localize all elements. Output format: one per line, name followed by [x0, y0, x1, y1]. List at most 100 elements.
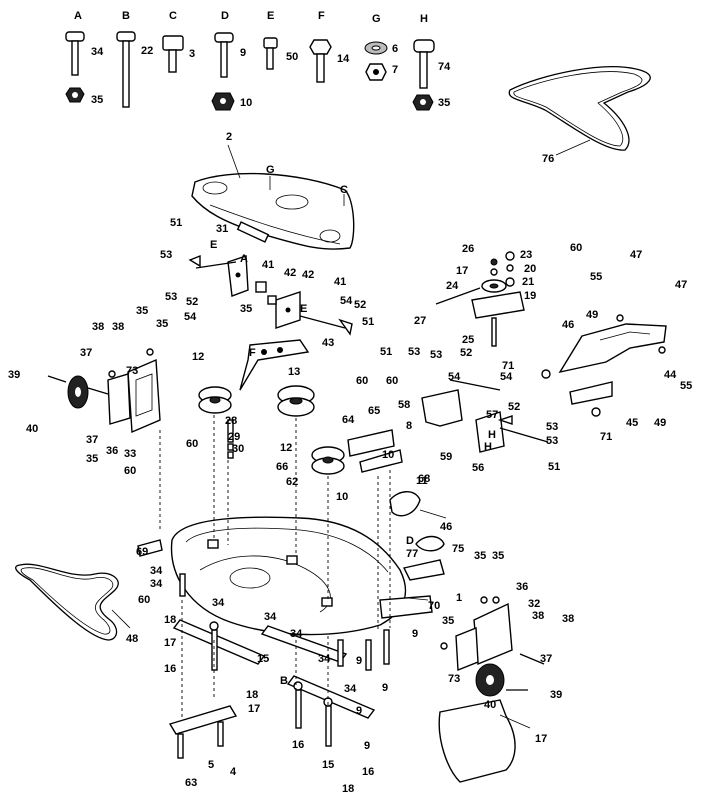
hardware-letter-h: H — [420, 13, 428, 25]
belt-76 — [508, 66, 651, 151]
callout-label: 35 — [136, 305, 148, 317]
callout-label: 34 — [150, 578, 163, 590]
callout-label: 53 — [165, 291, 177, 303]
callout-label: 54 — [340, 295, 353, 307]
callout-label: 59 — [440, 451, 452, 463]
callout-label: 73 — [126, 365, 138, 377]
callout-label: 51 — [362, 316, 374, 328]
callout-label: 41 — [334, 276, 346, 288]
callout-label: 2 — [226, 131, 232, 143]
callout-label: 11 — [416, 475, 428, 487]
callout-label: H — [484, 441, 492, 453]
callout-label: 60 — [570, 242, 582, 254]
callout-label: 24 — [446, 280, 459, 292]
hardware-letter-d: D — [221, 10, 229, 22]
callout-label: 25 — [462, 334, 474, 346]
callout-label: 30 — [232, 443, 244, 455]
hardware-letter-a: A — [74, 10, 82, 22]
callout-label: 17 — [164, 637, 176, 649]
callout-label: 28 — [225, 415, 237, 427]
callout-label: 58 — [398, 399, 410, 411]
hardware-letter-b: B — [122, 10, 130, 22]
callout-label: A — [240, 253, 248, 265]
callout-label: 71 — [600, 431, 612, 443]
callout-label: 26 — [462, 243, 474, 255]
callout-label: 8 — [406, 420, 412, 432]
hardware-ref-d-bolt: 9 — [240, 47, 246, 59]
callout-label: 35 — [240, 303, 252, 315]
callout-label: 36 — [106, 445, 118, 457]
callout-label: 35 — [156, 318, 168, 330]
callout-label: 18 — [164, 614, 176, 626]
callout-label: 56 — [472, 462, 484, 474]
callout-label: 53 — [546, 421, 558, 433]
callout-label: 49 — [654, 417, 666, 429]
blade-15-left — [172, 619, 266, 665]
callout-label: E — [210, 239, 217, 251]
callout-label: 31 — [216, 223, 228, 235]
callout-label: 62 — [286, 476, 298, 488]
hardware-letter-g: G — [372, 13, 381, 25]
gauge-wheel-bracket-32 — [473, 602, 513, 666]
hardware-ref-d-nut: 10 — [240, 97, 252, 109]
skid-plate-4 — [168, 705, 238, 735]
callout-label: 10 — [336, 491, 348, 503]
callout-label: 9 — [412, 628, 418, 640]
callout-label: 16 — [292, 739, 304, 751]
hardware-letter-e: E — [267, 10, 274, 22]
pulley-13 — [277, 385, 315, 417]
callout-label: 35 — [492, 550, 504, 562]
callout-label: 34 — [212, 597, 225, 609]
callout-label: 65 — [368, 405, 380, 417]
callout-label: 32 — [528, 598, 540, 610]
callout-label: 17 — [535, 733, 547, 745]
callout-label: 68 — [418, 473, 430, 485]
belt-48 — [15, 563, 119, 641]
callout-label: 75 — [452, 543, 464, 555]
callout-label: 47 — [630, 249, 642, 261]
pulley-12-left — [198, 386, 232, 414]
callout-label: 15 — [322, 759, 334, 771]
callout-label: 17 — [248, 703, 260, 715]
callout-label: 60 — [138, 594, 150, 606]
callout-label: 57 — [486, 409, 498, 421]
callout-label: 34 — [318, 653, 331, 665]
callout-label: 39 — [8, 369, 20, 381]
callout-label: 51 — [548, 461, 560, 473]
callout-label: F — [249, 347, 256, 359]
callout-label: 54 — [448, 371, 461, 383]
callout-label: 52 — [186, 296, 198, 308]
callout-label: 49 — [586, 309, 598, 321]
callout-label: 18 — [246, 689, 258, 701]
callout-label: 55 — [680, 380, 692, 392]
callout-label: 18 — [342, 783, 354, 795]
callout-label: 37 — [540, 653, 552, 665]
hardware-ref-c-bolt: 3 — [189, 48, 195, 60]
callout-label: 39 — [550, 689, 562, 701]
hardware-ref-h-nut: 35 — [438, 97, 450, 109]
callout-label: 34 — [150, 565, 163, 577]
callout-label: 35 — [474, 550, 486, 562]
callout-label: 9 — [364, 740, 370, 752]
callout-label: 33 — [124, 448, 136, 460]
callout-label: 37 — [86, 434, 98, 446]
callout-label: D — [406, 535, 414, 547]
callout-label: 10 — [382, 449, 394, 461]
hardware-ref-a-nut: 35 — [91, 94, 103, 106]
idler-bracket-43 — [239, 339, 310, 391]
callout-label: 4 — [230, 766, 237, 778]
callout-label: 21 — [522, 276, 534, 288]
callout-label: 76 — [542, 153, 554, 165]
callout-label: 34 — [344, 683, 357, 695]
mower-deck-1 — [170, 516, 407, 636]
callout-label: 47 — [675, 279, 687, 291]
hardware-ref-g-nut: 7 — [392, 64, 398, 76]
callout-label: 51 — [170, 217, 182, 229]
hardware-ref-f-bolt: 14 — [337, 53, 350, 65]
lift-link-44 — [558, 323, 667, 374]
callout-label: 64 — [342, 414, 355, 426]
callout-label: E — [300, 303, 307, 315]
callout-label: 16 — [362, 766, 374, 778]
callout-label: 40 — [26, 423, 38, 435]
